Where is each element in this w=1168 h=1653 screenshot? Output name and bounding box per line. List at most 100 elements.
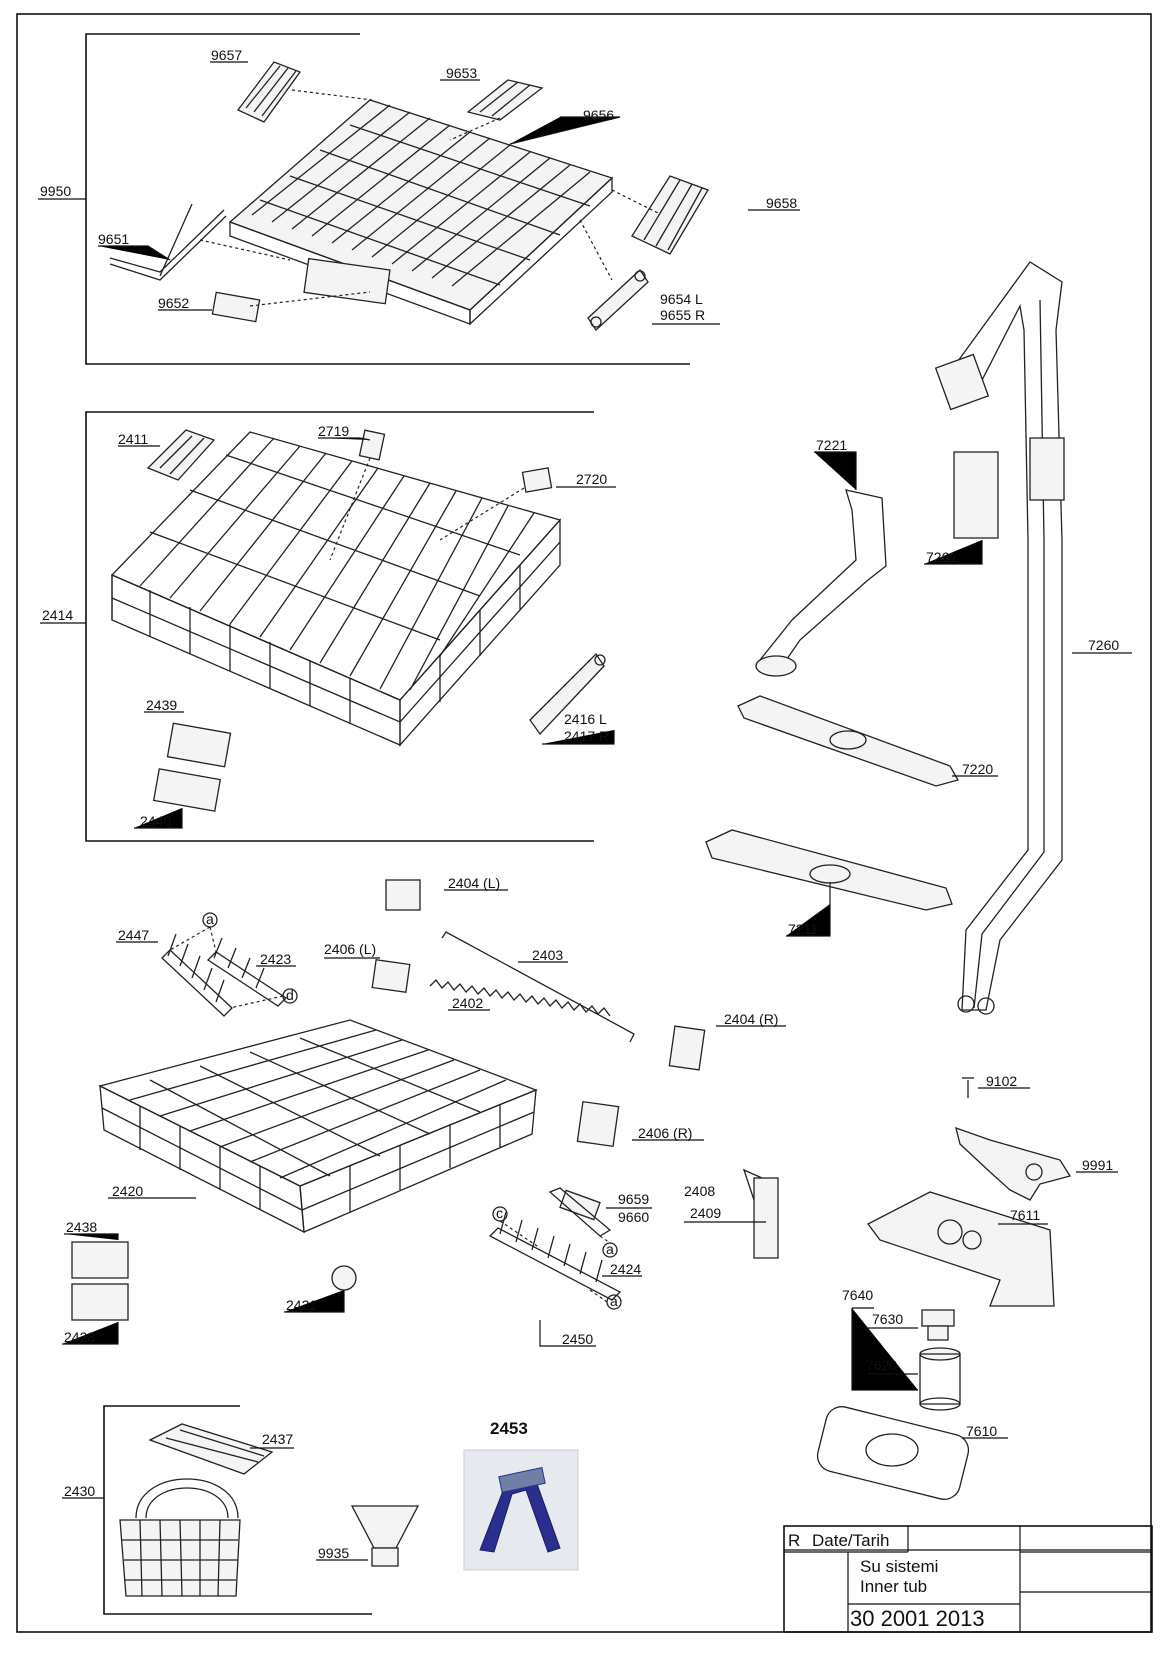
label-7610: 7610: [966, 1423, 997, 1439]
part-2403-drawing: [441, 931, 635, 1043]
part-2406-L-drawing: [371, 959, 411, 993]
title-block-rev: R: [788, 1531, 800, 1550]
part-2404-R-drawing: [668, 1025, 706, 1071]
label-2430: 2430: [64, 1483, 95, 1499]
part-9652-drawing: [211, 291, 261, 323]
label-7220: 7220: [962, 761, 993, 777]
title-block-title-tr: Su sistemi: [860, 1557, 938, 1576]
part-9935-funnel-drawing: [350, 1505, 420, 1567]
part-2408-2409-drawing: [742, 1168, 779, 1259]
label-2440: 2440: [140, 813, 171, 829]
label-9660: 9660: [618, 1209, 649, 1225]
label-2719: 2719: [318, 423, 349, 439]
group-2414-upper-basket: [40, 411, 616, 842]
part-7260-drawing: [934, 261, 1065, 1015]
part-9102-drawing: [962, 1077, 974, 1098]
label-9655: 9655 R: [660, 307, 705, 323]
part-7220-drawing: [737, 695, 959, 787]
label-9657: 9657: [211, 47, 242, 63]
label-7260: 7260: [1088, 637, 1119, 653]
label-9950: 9950: [40, 183, 71, 199]
part-2428-drawing: [71, 1283, 129, 1321]
part-9653-drawing: [466, 79, 544, 121]
drawing-border: [16, 13, 1152, 1633]
part-2430-basket-drawing: [119, 1478, 241, 1597]
part-2402-drawing: [429, 979, 611, 1017]
part-2438-drawing: [71, 1241, 129, 1279]
title-block: [783, 1525, 1153, 1633]
label-2404-R: 2404 (R): [724, 1011, 778, 1027]
part-2453-photo: [463, 1449, 579, 1571]
label-9102: 9102: [986, 1073, 1017, 1089]
label-2423: 2423: [260, 951, 291, 967]
part-7221-drawing: [755, 489, 887, 677]
label-2402: 2402: [452, 995, 483, 1011]
label-9658: 9658: [766, 195, 797, 211]
label-7611: 7611: [1010, 1207, 1040, 1223]
part-2437-drawing: [148, 1423, 274, 1475]
label-2404-L: 2404 (L): [448, 875, 500, 891]
label-2409: 2409: [690, 1205, 721, 1221]
part-7630-drawing: [921, 1309, 955, 1341]
label-2421: 2421: [286, 1297, 317, 1313]
label-2450: 2450: [562, 1331, 593, 1347]
part-7620-drawing: [919, 1347, 961, 1411]
part-2411-drawing: [146, 429, 216, 481]
label-9654: 9654 L: [660, 291, 703, 307]
part-9991-drawing: [955, 1126, 1072, 1201]
group-2430-cutlery-basket: [62, 1405, 420, 1615]
part-2416-2417-drawing: [529, 652, 606, 736]
part-9658-drawing: [631, 175, 709, 255]
label-2416: 2416 L: [564, 711, 607, 727]
label-2424: 2424: [610, 1261, 641, 1277]
part-7261-drawing: [953, 451, 999, 539]
part-2421-drawing: [331, 1265, 357, 1291]
bracket-2430: [103, 1405, 372, 1615]
label-2406-R: 2406 (R): [638, 1125, 692, 1141]
label-2453: 2453: [490, 1419, 528, 1438]
label-9656: 9656: [583, 107, 614, 123]
title-block-drawing-number: 30 2001 2013: [850, 1606, 985, 1631]
label-7261: 7261: [926, 549, 957, 565]
title-block-title-en: Inner tub: [860, 1577, 927, 1596]
label-2438: 2438: [66, 1219, 97, 1235]
label-2720: 2720: [576, 471, 607, 487]
callout-a-top: a: [206, 911, 214, 927]
part-2440-drawing: [152, 768, 222, 812]
part-9651-drawing: [109, 203, 227, 281]
part-2439-drawing: [166, 722, 232, 768]
label-7211: 7211: [788, 921, 818, 937]
callout-c: c: [496, 1205, 503, 1221]
label-9935: 9935: [318, 1545, 349, 1561]
part-2719-drawing: [358, 429, 386, 461]
label-7221: 7221: [816, 437, 847, 453]
label-7630: 7630: [872, 1311, 903, 1327]
part-2420-lower-basket-drawing: [98, 1019, 538, 1234]
label-2417: 2417 R: [564, 728, 609, 744]
label-7620: 7620: [866, 1357, 897, 1373]
part-2404-L-drawing: [385, 879, 421, 911]
callout-d: d: [286, 987, 294, 1003]
label-2411: 2411: [118, 431, 148, 447]
label-2406-L: 2406 (L): [324, 941, 376, 957]
part-2406-R-drawing: [576, 1100, 620, 1148]
label-2439: 2439: [146, 697, 177, 713]
label-2428: 2428: [64, 1329, 95, 1345]
upper-basket-drawing: [110, 431, 562, 747]
part-9654-9655-drawing: [587, 269, 649, 331]
label-2414: 2414: [42, 607, 73, 623]
label-9653: 9653: [446, 65, 477, 81]
part-7610-drawing: [816, 1406, 970, 1500]
part-9657-drawing: [236, 61, 302, 123]
part-2720-drawing: [521, 467, 553, 493]
cutlery-tray-drawing: [228, 99, 614, 326]
title-block-date: Date/Tarih: [812, 1531, 889, 1550]
part-7211-drawing: [705, 829, 953, 911]
part-2447-2423-drawing: [161, 933, 288, 1017]
label-2408: 2408: [684, 1183, 715, 1199]
label-2437: 2437: [262, 1431, 293, 1447]
part-2450-2424-drawing: [488, 1187, 622, 1301]
bracket-2414: [85, 411, 594, 842]
callout-a-low: a: [610, 1293, 618, 1309]
